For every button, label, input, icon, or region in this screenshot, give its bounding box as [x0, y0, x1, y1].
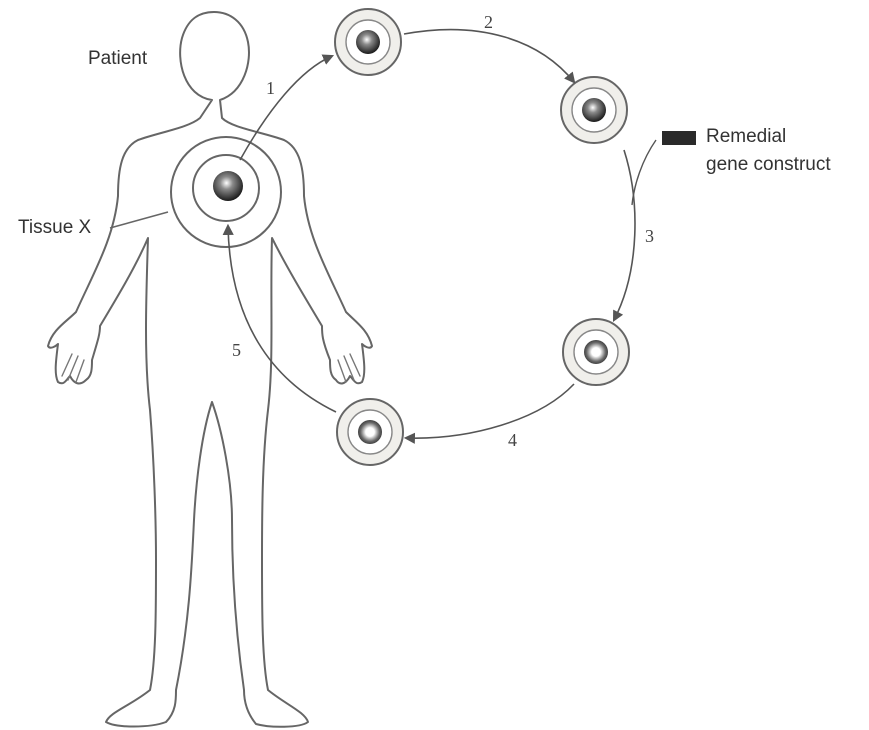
gene-construct-label-line1: Remedial: [706, 126, 786, 148]
arrow-step-4: [406, 384, 574, 438]
gene-construct-block: [662, 131, 696, 145]
cell-1: [335, 9, 401, 75]
patient-body-outline: [48, 12, 372, 727]
gene-construct-label-line2: gene construct: [706, 154, 831, 176]
step-3-label: 3: [645, 226, 654, 247]
cell-4-modified: [337, 399, 403, 465]
finger-lines: [62, 354, 360, 382]
arrow-gene-insert: [632, 140, 656, 205]
step-1-label: 1: [266, 78, 275, 99]
cell-2: [561, 77, 627, 143]
cell-3-modified: [563, 319, 629, 385]
step-4-label: 4: [508, 430, 517, 451]
arrow-step-2: [404, 30, 574, 82]
arrow-step-3: [614, 150, 635, 320]
patient-label: Patient: [88, 48, 147, 70]
tissue-x-site: [171, 137, 281, 247]
step-5-label: 5: [232, 340, 241, 361]
tissue-x-leader: [110, 212, 168, 228]
step-2-label: 2: [484, 12, 493, 33]
tissue-x-label: Tissue X: [18, 217, 91, 239]
